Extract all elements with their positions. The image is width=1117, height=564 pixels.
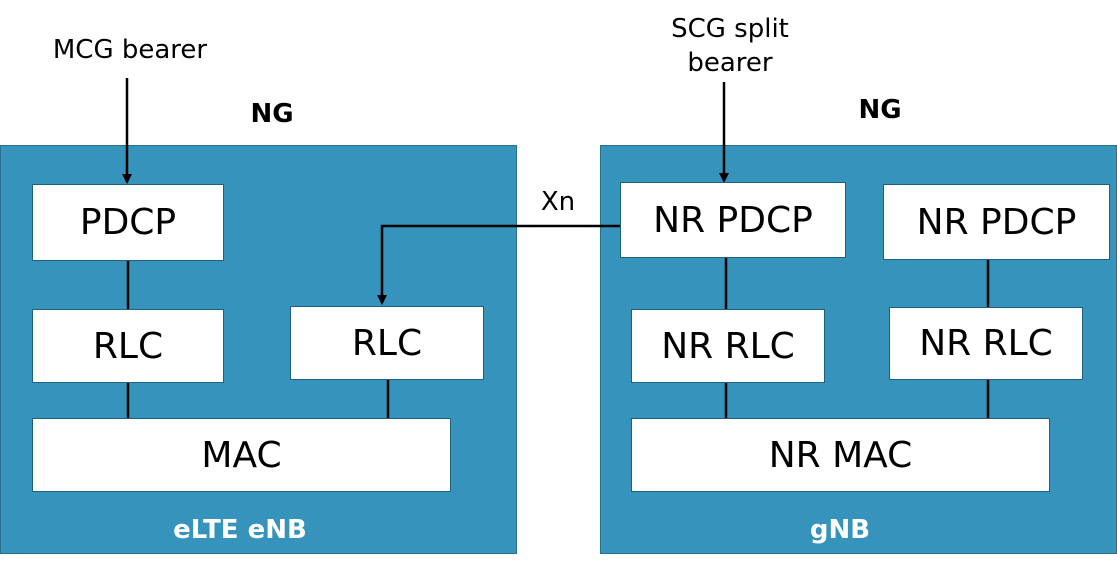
- nr-pdcp-box-b: NR PDCP: [883, 184, 1110, 260]
- nr-pdcp-box-a: NR PDCP: [620, 182, 846, 258]
- rlc-label-a: RLC: [92, 325, 164, 367]
- pdcp-label: PDCP: [79, 202, 177, 243]
- scg-split-bearer-line2: bearer: [687, 48, 773, 78]
- mac-label: MAC: [201, 434, 282, 476]
- nr-rlc-label-a: NR RLC: [661, 325, 795, 367]
- rlc-label-b: RLC: [351, 322, 423, 364]
- rlc-box-a: RLC: [32, 309, 224, 383]
- nr-rlc-box-b: NR RLC: [889, 307, 1083, 380]
- xn-interface-label: Xn: [540, 187, 576, 217]
- nr-mac-label: NR MAC: [768, 434, 913, 476]
- mac-box: MAC: [32, 418, 451, 492]
- rlc-box-b: RLC: [290, 306, 484, 380]
- nr-rlc-box-a: NR RLC: [631, 309, 825, 383]
- nr-pdcp-label-b: NR PDCP: [916, 201, 1077, 243]
- nr-rlc-label-b: NR RLC: [919, 323, 1053, 364]
- scg-split-bearer-label: SCG split bearer: [630, 8, 830, 84]
- nr-mac-box: NR MAC: [631, 418, 1050, 492]
- scg-split-bearer-line1: SCG split: [671, 14, 789, 44]
- gnb-title: gNB: [809, 515, 871, 545]
- left-core-label: NG: [250, 99, 294, 129]
- right-core-label: NG: [858, 95, 902, 125]
- pdcp-box: PDCP: [32, 184, 224, 261]
- nr-pdcp-label-a: NR PDCP: [653, 199, 813, 241]
- mcg-bearer-label: MCG bearer: [52, 35, 208, 65]
- elte-enb-title: eLTE eNB: [173, 515, 307, 545]
